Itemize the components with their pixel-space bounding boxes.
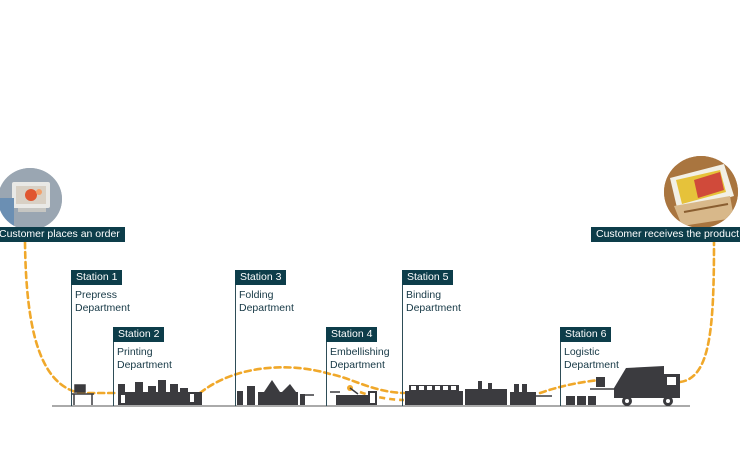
station-5-line [402, 270, 403, 406]
station-1-line [71, 270, 72, 406]
station-2-suffix: Department [117, 359, 172, 371]
station-1-tag: Station 1 [71, 270, 123, 285]
station-1-name: Prepress [75, 289, 118, 301]
station-3-tag: Station 3 [235, 270, 287, 285]
customer-receiving-product-photo [664, 156, 738, 228]
customer-ordering-photo [0, 168, 62, 230]
station-6-name: Logistic [564, 346, 600, 358]
station-6-tag: Station 6 [560, 327, 612, 342]
delivery-truck-icon [614, 366, 680, 406]
station-6-suffix: Department [564, 359, 619, 371]
station-4-suffix: Department [330, 359, 385, 371]
station-2-line [113, 327, 114, 406]
printing-press-icon [118, 380, 202, 405]
station-4-tag: Station 4 [326, 327, 378, 342]
station-5-department: Binding Department [406, 289, 461, 315]
station-3-line [235, 270, 236, 406]
station-1-suffix: Department [75, 302, 130, 314]
station-5-tag: Station 5 [402, 270, 454, 285]
station-6-line [560, 327, 561, 406]
folding-machine-icon [237, 380, 314, 405]
prepress-workstation-icon [72, 384, 94, 405]
station-4-department: Embellishing Department [330, 346, 390, 372]
station-2-name: Printing [117, 346, 153, 358]
station-3-name: Folding [239, 289, 274, 301]
binding-line-icon [405, 381, 552, 405]
flow-path [23, 240, 716, 395]
station-1-department: Prepress Department [75, 289, 130, 315]
station-2-department: Printing Department [117, 346, 172, 372]
station-4-line [326, 327, 327, 406]
start-label: Customer places an order [0, 227, 125, 242]
station-5-name: Binding [406, 289, 442, 301]
station-5-suffix: Department [406, 302, 461, 314]
end-label: Customer receives the product [591, 227, 740, 242]
station-2-tag: Station 2 [113, 327, 165, 342]
embellishing-machine-icon [330, 385, 377, 405]
station-3-department: Folding Department [239, 289, 294, 315]
station-3-suffix: Department [239, 302, 294, 314]
station-4-name: Embellishing [330, 346, 390, 358]
station-6-department: Logistic Department [564, 346, 619, 372]
